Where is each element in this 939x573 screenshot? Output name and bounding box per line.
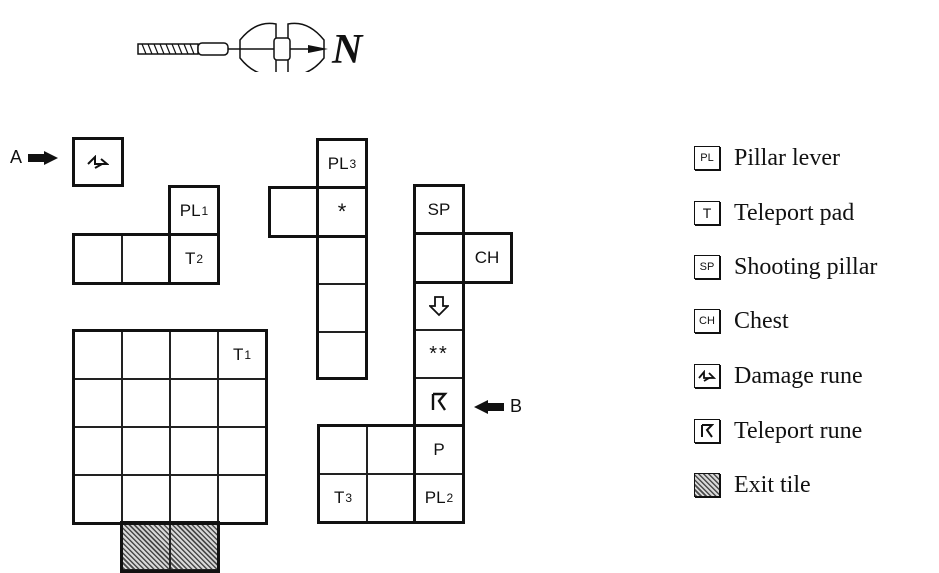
legend-item-shooting-pillar: SP Shooting pillar (694, 252, 877, 282)
map-tile (122, 475, 170, 523)
arrow-right-icon (28, 150, 59, 165)
map-tile-exit (122, 522, 170, 570)
legend-label: Pillar lever (734, 144, 840, 171)
map-tile (122, 379, 170, 427)
map-tile (218, 475, 266, 523)
map-tile (74, 379, 122, 427)
damage-rune-icon (694, 364, 720, 388)
teleport-rune-icon (694, 419, 720, 443)
damage-rune-icon (87, 155, 109, 169)
teleport-pad-symbol: T (694, 201, 720, 225)
arrow-left-icon (474, 399, 504, 414)
map-tile-shooting-pillar: SP (415, 186, 463, 234)
map-tile (74, 427, 122, 475)
map-tile-damage-rune (72, 137, 124, 187)
map-tile-exit (170, 522, 218, 570)
map-tile (170, 475, 218, 523)
map-tile-star: * (318, 188, 366, 236)
legend-item-damage-rune: Damage rune (694, 361, 863, 391)
legend-label: Teleport pad (734, 199, 855, 226)
marker-a-label: A (10, 147, 23, 167)
entry-marker-a: A (10, 147, 59, 168)
entry-marker-b: B (474, 396, 522, 417)
legend-item-chest: CH Chest (694, 306, 789, 336)
legend-label: Chest (734, 307, 789, 334)
map-tile (170, 379, 218, 427)
legend-item-pillar-lever: PL Pillar lever (694, 143, 840, 173)
map-tile (74, 235, 122, 283)
map-tile-chest: CH (463, 234, 511, 282)
map-tile (122, 235, 170, 283)
map-tile (319, 426, 367, 474)
chest-symbol: CH (694, 309, 720, 333)
map-tile (122, 331, 170, 379)
arrow-down-icon (429, 296, 449, 317)
exit-tile-swatch (694, 473, 720, 497)
legend-label: Damage rune (734, 362, 863, 389)
map-tile (367, 426, 415, 474)
legend-item-exit-tile: Exit tile (694, 470, 811, 500)
map-tile-arrow-down (415, 282, 463, 330)
map-tile (218, 427, 266, 475)
map-tile (170, 331, 218, 379)
map-tile (318, 284, 366, 332)
marker-b-label: B (510, 396, 523, 416)
map-tile (415, 234, 463, 282)
map-tile (318, 332, 366, 380)
map-tile-p: P (415, 426, 463, 474)
compass-axe (136, 10, 356, 76)
map-tile-teleport-rune (415, 378, 463, 426)
axe-icon (137, 22, 328, 76)
map-tile-double-star: ** (415, 330, 463, 378)
map-tile (318, 236, 366, 284)
legend-label: Shooting pillar (734, 253, 878, 280)
legend-label: Exit tile (734, 471, 811, 498)
map-tile (367, 474, 415, 522)
map-tile (122, 427, 170, 475)
map-tile (170, 427, 218, 475)
shooting-pillar-symbol: SP (694, 255, 720, 279)
pillar-lever-symbol: PL (694, 146, 720, 170)
map-tile (74, 475, 122, 523)
legend-item-teleport-rune: Teleport rune (694, 416, 862, 446)
legend-label: Teleport rune (734, 417, 863, 444)
legend-item-teleport-pad: T Teleport pad (694, 198, 854, 228)
teleport-rune-icon (431, 392, 448, 411)
map-tile (74, 331, 122, 379)
map-tile (270, 188, 318, 236)
north-label: N (332, 27, 363, 73)
map-tile (218, 379, 266, 427)
